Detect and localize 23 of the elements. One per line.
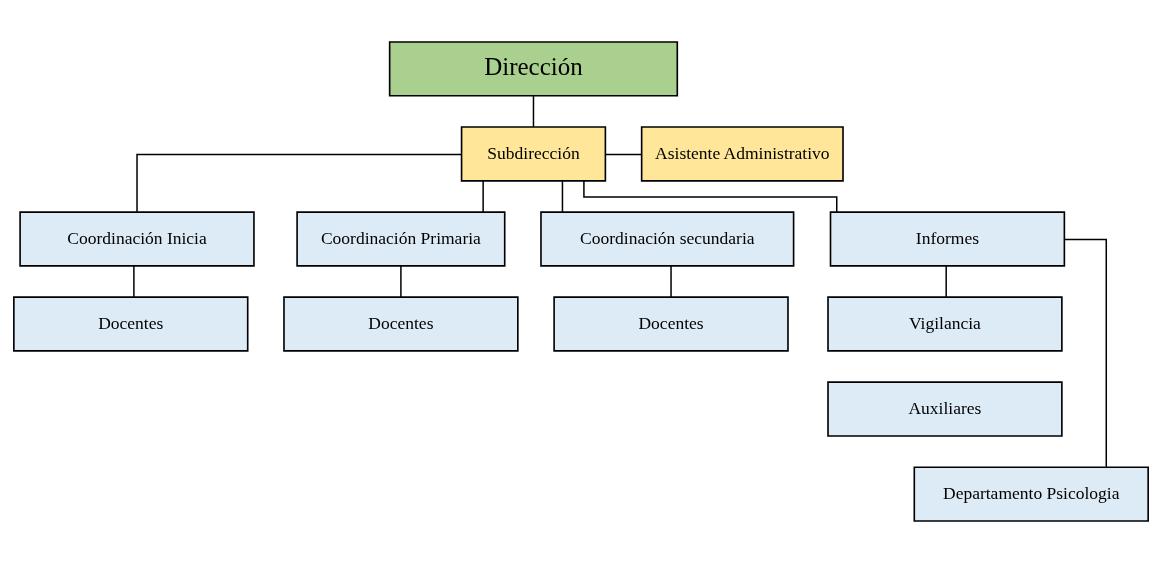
node-box: Coordinación secundaria <box>540 211 795 267</box>
node-box: Coordinación Primaria <box>296 211 506 267</box>
connector <box>532 95 535 128</box>
connector <box>1063 238 1107 468</box>
node-box: Docentes <box>13 296 249 352</box>
node-box: Vigilancia <box>827 296 1063 352</box>
node-box: Coordinación Inicia <box>19 211 255 267</box>
connector <box>133 265 135 298</box>
node-box: Departamento Psicologia <box>913 466 1149 522</box>
connector <box>561 180 564 213</box>
node-box: Docentes <box>553 296 789 352</box>
node-box: Informes <box>829 211 1066 267</box>
connector <box>400 265 402 298</box>
connector <box>482 180 484 213</box>
connector <box>605 153 643 156</box>
node-box: Dirección <box>388 41 679 97</box>
connector <box>670 265 672 298</box>
node-box: Auxiliares <box>827 381 1063 437</box>
connector <box>945 265 947 298</box>
node-box: Asistente Administrativo <box>640 126 844 182</box>
connector <box>136 153 462 213</box>
node-box: Subdirección <box>460 126 607 182</box>
node-box: Docentes <box>283 296 519 352</box>
